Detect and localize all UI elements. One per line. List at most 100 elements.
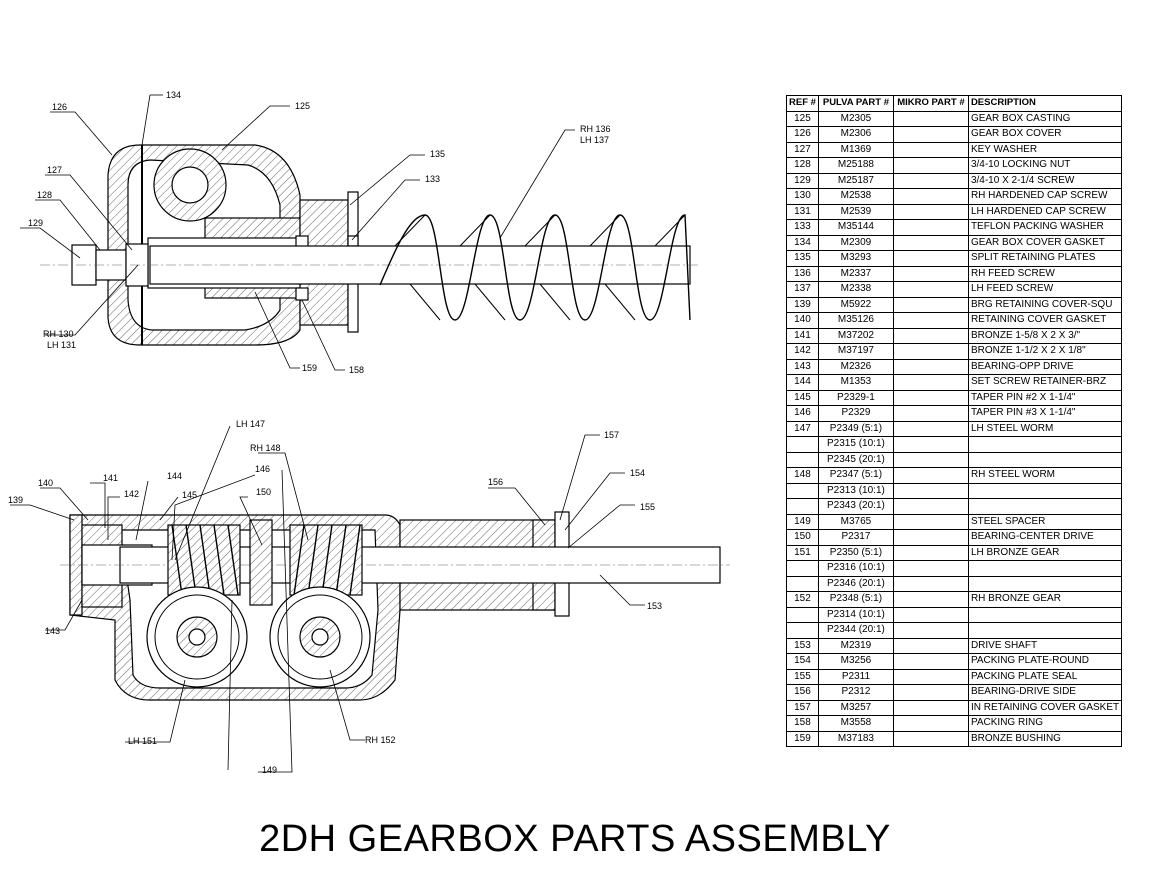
cell-description: [967, 451, 1123, 468]
cell-pulva-part: P2344 (20:1): [817, 622, 894, 639]
bearing-center-drive: [249, 519, 273, 606]
cell-description: RETAINING COVER GASKET: [967, 312, 1123, 329]
table-row: P2316 (10:1): [786, 560, 1123, 577]
callout-156: 156: [488, 477, 503, 487]
cell-ref: 134: [786, 234, 819, 251]
table-row: P2343 (20:1): [786, 498, 1123, 515]
cell-ref: 125: [786, 110, 819, 127]
gearbox-assembly-drawing: 134 125 126 127 128 129 RH 130 LH 131 13…: [8, 90, 730, 775]
cell-pulva-part: M2338: [817, 281, 894, 298]
header-mikro-part: MIKRO PART #: [892, 95, 969, 112]
table-row: P2346 (20:1): [786, 575, 1123, 592]
cell-pulva-part: P2349 (5:1): [817, 420, 894, 437]
cell-pulva-part: P2345 (20:1): [817, 451, 894, 468]
cell-pulva-part: M25187: [817, 172, 894, 189]
cell-description: GEAR BOX COVER: [967, 126, 1123, 143]
cell-mikro-part: [892, 560, 969, 577]
cell-ref: 147: [786, 420, 819, 437]
cell-mikro-part: [892, 420, 969, 437]
cell-mikro-part: [892, 544, 969, 561]
cell-description: [967, 606, 1123, 623]
rh-bronze-gear: [269, 586, 371, 688]
cell-description: BEARING-DRIVE SIDE: [967, 684, 1123, 701]
cell-ref: 154: [786, 653, 819, 670]
cell-description: DRIVE SHAFT: [967, 637, 1123, 654]
cell-pulva-part: M2326: [817, 358, 894, 375]
cell-ref: 139: [786, 296, 819, 313]
cell-pulva-part: M3293: [817, 250, 894, 267]
cell-description: KEY WASHER: [967, 141, 1123, 158]
cell-description: RH STEEL WORM: [967, 467, 1123, 484]
cell-mikro-part: [892, 327, 969, 344]
cell-ref: 141: [786, 327, 819, 344]
cell-mikro-part: [892, 498, 969, 515]
cell-pulva-part: M37197: [817, 343, 894, 360]
cell-description: TEFLON PACKING WASHER: [967, 219, 1123, 236]
cell-description: RH BRONZE GEAR: [967, 591, 1123, 608]
cell-pulva-part: P2314 (10:1): [817, 606, 894, 623]
cell-ref: [786, 436, 819, 453]
callout-126: 126: [52, 102, 67, 112]
cell-ref: 136: [786, 265, 819, 282]
top-gear-bore: [171, 166, 209, 204]
cell-pulva-part: M35126: [817, 312, 894, 329]
cell-pulva-part: P2329: [817, 405, 894, 422]
cell-mikro-part: [892, 281, 969, 298]
cell-description: TAPER PIN #3 X 1-1/4": [967, 405, 1123, 422]
callout-157: 157: [604, 430, 619, 440]
callout-136: RH 136: [580, 124, 611, 134]
cell-pulva-part: M2337: [817, 265, 894, 282]
parts-table-header: REF # PULVA PART # MIKRO PART # DESCRIPT…: [786, 95, 1123, 112]
lh-bronze-gear: [146, 586, 248, 688]
callout-134: 134: [166, 90, 181, 100]
cell-pulva-part: M35144: [817, 219, 894, 236]
cell-ref: 151: [786, 544, 819, 561]
cell-mikro-part: [892, 436, 969, 453]
cell-description: STEEL SPACER: [967, 513, 1123, 530]
callout-145: 145: [182, 490, 197, 500]
cell-pulva-part: M5922: [817, 296, 894, 313]
cell-pulva-part: M2306: [817, 126, 894, 143]
cell-pulva-part: P2316 (10:1): [817, 560, 894, 577]
callout-144: 144: [167, 471, 182, 481]
cell-ref: [786, 606, 819, 623]
cell-ref: 127: [786, 141, 819, 158]
cell-ref: 145: [786, 389, 819, 406]
callout-141: 141: [103, 473, 118, 483]
callout-125: 125: [295, 101, 310, 111]
header-pulva-part: PULVA PART #: [817, 95, 894, 112]
cell-description: TAPER PIN #2 X 1-1/4": [967, 389, 1123, 406]
cell-pulva-part: P2315 (10:1): [817, 436, 894, 453]
cell-ref: 131: [786, 203, 819, 220]
cell-ref: 148: [786, 467, 819, 484]
top-view-feed-screw-assembly: 134 125 126 127 128 129 RH 130 LH 131 13…: [20, 90, 700, 375]
callout-158: 158: [349, 365, 364, 375]
cell-mikro-part: [892, 250, 969, 267]
callout-129: 129: [28, 218, 43, 228]
cell-ref: 156: [786, 684, 819, 701]
cell-description: BRONZE BUSHING: [967, 730, 1123, 747]
callout-147: LH 147: [236, 419, 265, 429]
cell-pulva-part: M2319: [817, 637, 894, 654]
cell-mikro-part: [892, 203, 969, 220]
cell-pulva-part: P2350 (5:1): [817, 544, 894, 561]
cell-ref: 128: [786, 157, 819, 174]
cell-mikro-part: [892, 234, 969, 251]
cell-description: [967, 436, 1123, 453]
cell-mikro-part: [892, 141, 969, 158]
lh-steel-worm: [167, 524, 241, 596]
